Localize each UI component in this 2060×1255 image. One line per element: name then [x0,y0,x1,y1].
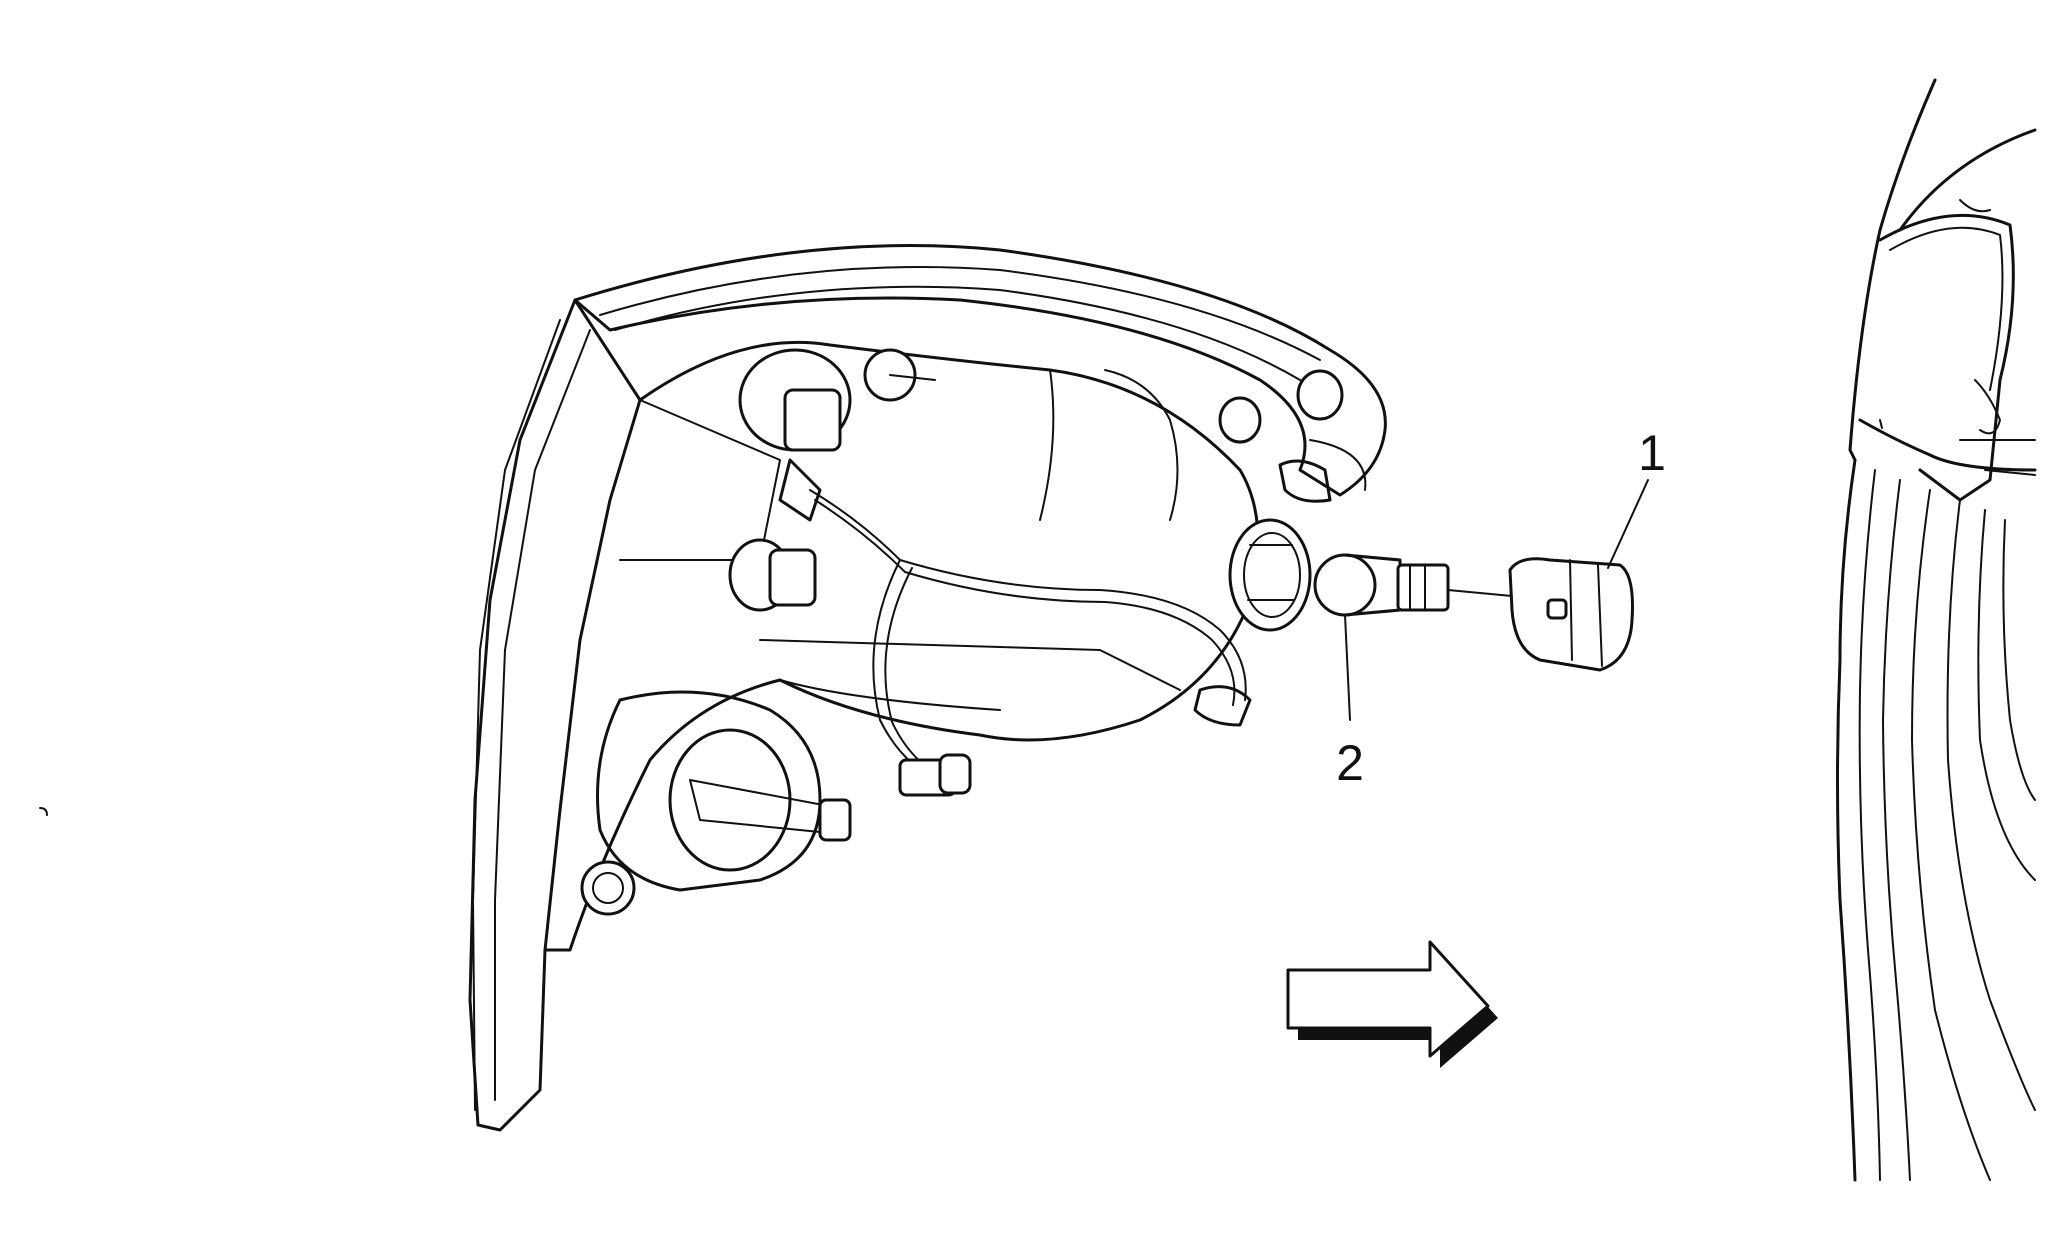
callout-1-leader [1607,479,1649,569]
stray-mark [39,807,48,816]
tail-lamp-assembly [468,244,1387,1132]
vehicle-rear-body [1836,78,2037,1182]
forward-direction-arrow-icon [1286,940,1498,1068]
callout-2-number: 2 [1336,735,1364,791]
bulb [1313,553,1450,617]
callout-1-number: 1 [1638,425,1666,481]
callout-2-leader [1344,614,1351,721]
bulb-socket [1447,557,1634,672]
